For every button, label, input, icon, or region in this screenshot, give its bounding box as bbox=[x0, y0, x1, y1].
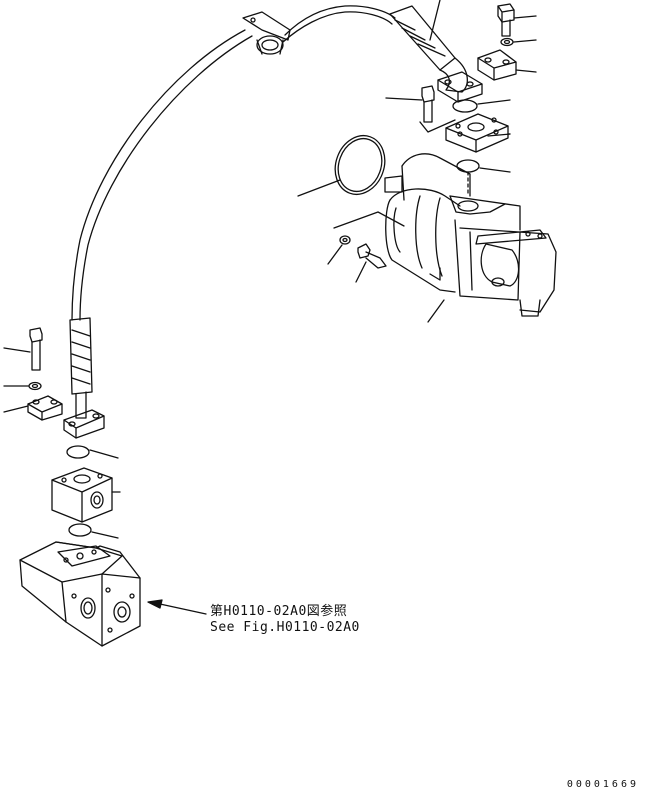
o-ring-mid bbox=[457, 160, 510, 195]
o-ring-lower bbox=[67, 446, 118, 458]
page-number: 00001669 bbox=[566, 779, 639, 790]
leader-pump bbox=[428, 300, 444, 322]
pump-assembly bbox=[385, 154, 556, 316]
leader-o-ring-upper bbox=[430, 0, 440, 40]
gasket-ring bbox=[298, 129, 393, 202]
upper-hose-fitting bbox=[390, 6, 467, 92]
o-ring-upper bbox=[453, 100, 510, 112]
washer-lower bbox=[4, 383, 41, 390]
split-flange-top-right bbox=[478, 50, 536, 80]
bolt-lower bbox=[4, 328, 42, 370]
valve-block bbox=[20, 542, 140, 646]
hose-clamp bbox=[243, 12, 290, 54]
washer-pump bbox=[328, 236, 350, 264]
split-flange-lower bbox=[4, 396, 62, 420]
washer-top bbox=[501, 39, 536, 46]
reference-arrow bbox=[148, 600, 206, 614]
split-flange-upper bbox=[438, 72, 482, 102]
bolt-top bbox=[498, 4, 536, 36]
hydraulic-hose bbox=[72, 6, 395, 320]
bolt-pump bbox=[334, 212, 404, 282]
reference-text-japanese: 第H0110-02A0図参照 bbox=[210, 604, 348, 619]
bolt-middle bbox=[386, 86, 455, 132]
lower-hose-fitting bbox=[64, 318, 104, 438]
o-ring-bottom bbox=[69, 524, 118, 538]
flange-block-lower bbox=[52, 468, 120, 522]
flange-block-upper bbox=[446, 114, 510, 152]
reference-text-english: See Fig.H0110-02A0 bbox=[210, 620, 360, 635]
